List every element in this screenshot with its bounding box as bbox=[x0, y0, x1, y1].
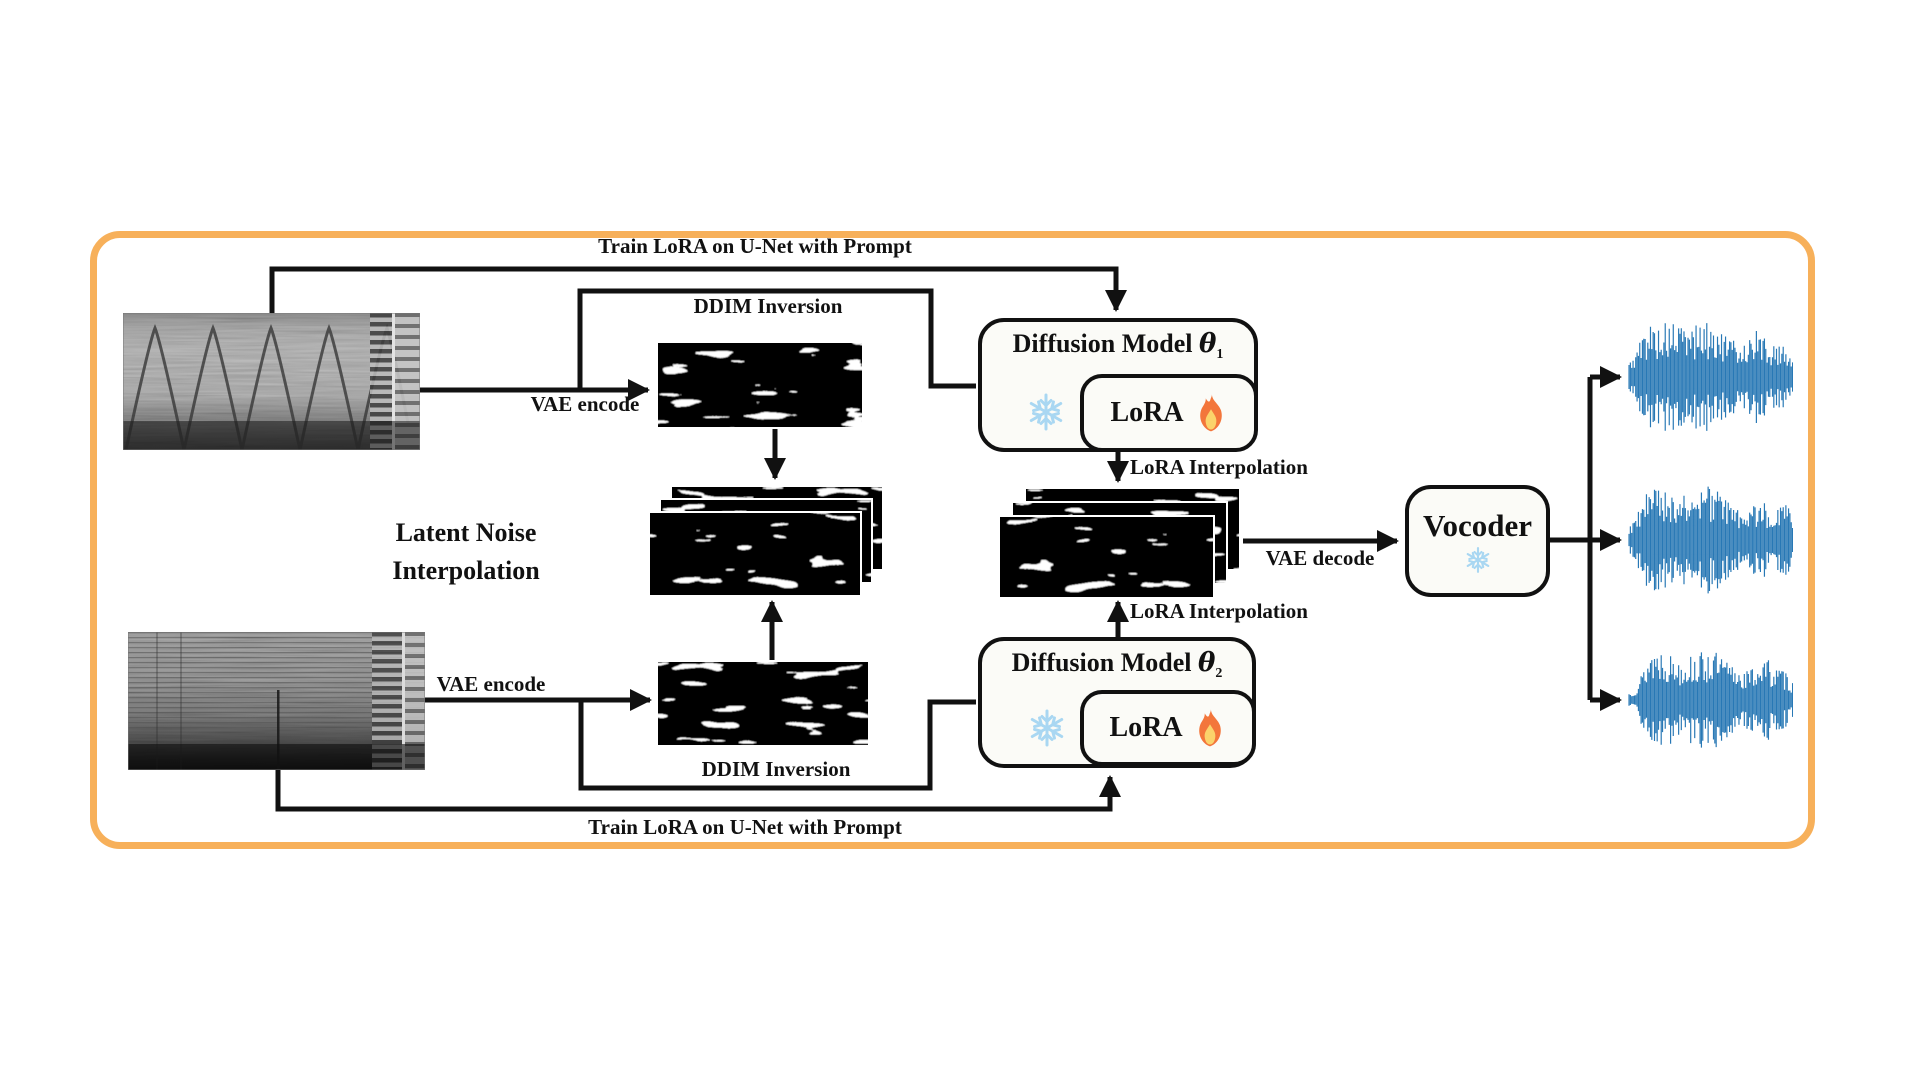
vocoder-label: Vocoder bbox=[1422, 508, 1533, 543]
label-latent-noise-interpolation: Latent Noise Interpolation bbox=[392, 518, 540, 585]
output-waveform-3 bbox=[1628, 643, 1793, 757]
label-train-lora-top: Train LoRA on U-Net with Prompt bbox=[598, 234, 912, 258]
lora-1-box: LoRA bbox=[1080, 374, 1258, 452]
source-spectrogram-1 bbox=[123, 313, 420, 450]
label-ddim-inversion-bottom: DDIM Inversion bbox=[701, 757, 851, 781]
output-waveform-2 bbox=[1628, 483, 1793, 597]
label-vae-encode-top: VAE encode bbox=[530, 392, 640, 416]
label-lora-interpolation-top: LoRA Interpolation bbox=[1130, 455, 1308, 479]
label-vae-decode: VAE decode bbox=[1265, 546, 1375, 570]
latent-noise-top bbox=[658, 343, 862, 427]
flame-icon bbox=[1194, 392, 1228, 434]
diffusion-model-1-title: Diffusion Model θ1 bbox=[1012, 329, 1224, 363]
label-vae-encode-bottom: VAE encode bbox=[436, 672, 546, 696]
source-spectrogram-2 bbox=[128, 632, 425, 770]
snowflake-icon bbox=[1464, 546, 1492, 574]
snowflake-icon bbox=[1027, 708, 1067, 748]
vocoder-box: Vocoder bbox=[1405, 485, 1550, 597]
latent-noise-bottom bbox=[658, 662, 868, 745]
output-waveform-1 bbox=[1628, 320, 1793, 434]
latent-stack-center-front bbox=[648, 511, 862, 597]
latent-stack-right-front bbox=[998, 515, 1215, 599]
lora-1-label: LoRA bbox=[1110, 397, 1184, 428]
label-ddim-inversion-top: DDIM Inversion bbox=[693, 294, 843, 318]
flame-icon bbox=[1193, 707, 1227, 749]
lora-2-label: LoRA bbox=[1109, 712, 1183, 743]
lora-2-box: LoRA bbox=[1080, 690, 1256, 766]
diffusion-model-2-title: Diffusion Model θ2 bbox=[1011, 648, 1223, 682]
snowflake-icon bbox=[1026, 392, 1066, 432]
label-train-lora-bottom: Train LoRA on U-Net with Prompt bbox=[588, 815, 902, 839]
label-lora-interpolation-bottom: LoRA Interpolation bbox=[1130, 599, 1308, 623]
